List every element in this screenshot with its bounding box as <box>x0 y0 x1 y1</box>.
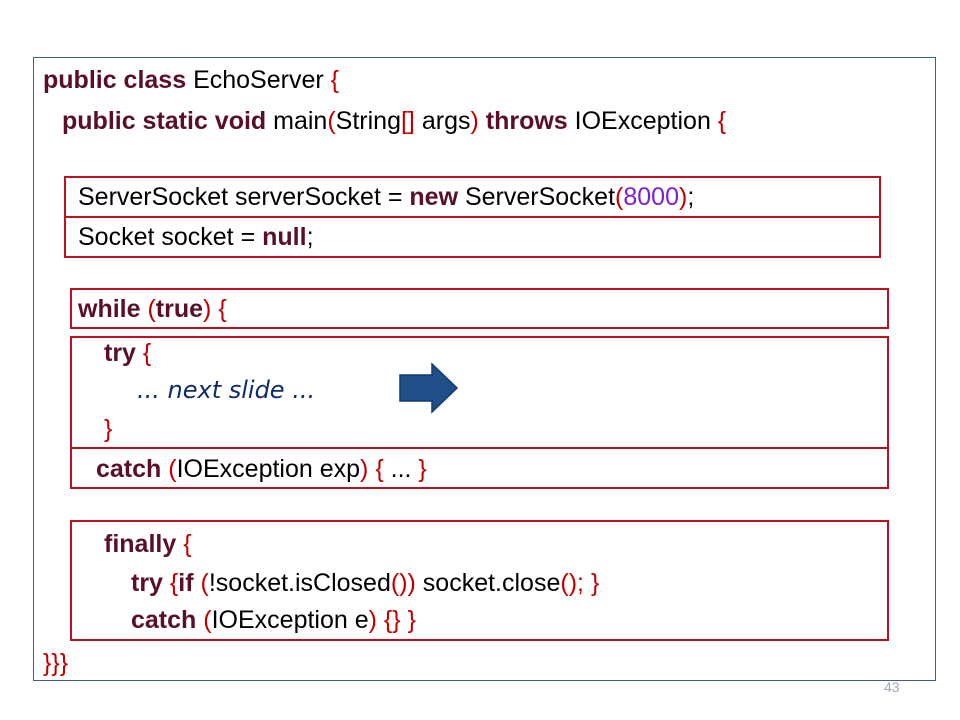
space <box>584 569 591 597</box>
bracket: [] <box>400 107 415 135</box>
brace: {} <box>383 606 401 634</box>
brace: } <box>418 455 427 483</box>
keyword: while <box>78 295 141 323</box>
code-text: ServerSocket <box>458 183 616 211</box>
code-line-socket: Socket socket = null; <box>78 222 314 252</box>
class-name: EchoServer <box>186 66 331 94</box>
paren: ) <box>678 183 688 211</box>
highlight-box-catch <box>70 447 889 489</box>
number-literal: 8000 <box>623 183 679 211</box>
paren: ) <box>360 455 369 483</box>
page-number: 43 <box>884 679 900 695</box>
brace: } <box>590 569 600 597</box>
paren: ( <box>327 107 336 135</box>
keyword: if <box>178 569 194 597</box>
type-name: String <box>335 107 401 135</box>
exception-type: IOException <box>567 107 718 135</box>
code-frame <box>33 57 936 681</box>
paren: ( <box>203 606 212 634</box>
code-line-while: while (true) { <box>78 294 227 324</box>
method-name: main <box>266 107 328 135</box>
brace: { <box>330 66 339 94</box>
brace: { <box>218 295 227 323</box>
code-text: IOException e <box>211 606 369 634</box>
keyword: public class <box>43 66 187 94</box>
space <box>163 569 170 597</box>
paren: ) <box>203 295 212 323</box>
code-line-close-socket: try {if (!socket.isClosed()) socket.clos… <box>131 568 599 598</box>
next-slide-note: ... next slide ... <box>137 376 316 404</box>
paren: ( <box>200 569 209 597</box>
brace: } <box>407 606 416 634</box>
paren: ) <box>470 107 479 135</box>
code-text: IOException exp <box>176 455 361 483</box>
space <box>136 339 143 367</box>
param-name: args <box>414 107 471 135</box>
code-line-try: try { <box>104 338 151 368</box>
paren: ()) <box>390 569 416 597</box>
brace: { <box>717 107 727 135</box>
code-line-try-close: } <box>104 415 113 443</box>
space <box>401 606 408 634</box>
paren: ( <box>615 183 624 211</box>
semicolon: ; <box>687 183 695 211</box>
keyword: try <box>131 569 163 597</box>
keyword: true <box>155 295 204 323</box>
keyword: catch <box>96 455 162 483</box>
code-text: ServerSocket serverSocket = <box>78 183 410 211</box>
keyword: try <box>104 339 136 367</box>
code-text: socket.close <box>415 569 561 597</box>
code-line-final-braces: }}} <box>43 649 69 677</box>
highlight-box-while <box>70 288 889 329</box>
right-arrow-icon <box>399 362 459 414</box>
code-text: Socket socket = <box>78 223 263 251</box>
brace: { <box>375 455 384 483</box>
keyword: null <box>262 223 307 251</box>
highlight-box-socket <box>64 216 881 258</box>
keyword: finally <box>104 530 177 558</box>
keyword: throws <box>478 107 568 135</box>
paren: ( <box>168 455 177 483</box>
code-line-catch: catch (IOException exp) { ... } <box>96 454 427 484</box>
highlight-box-finally <box>70 520 889 641</box>
semicolon: ; <box>306 223 314 251</box>
keyword: new <box>409 183 459 211</box>
code-line-class: public class EchoServer { <box>43 65 339 95</box>
paren: ( <box>147 295 156 323</box>
keyword: catch <box>131 606 197 634</box>
space <box>194 569 201 597</box>
code-line-finally: finally { <box>104 529 192 559</box>
code-line-main: public static void main(String[] args) t… <box>62 106 726 136</box>
brace: { <box>183 530 192 558</box>
space <box>377 606 384 634</box>
keyword: public static void <box>62 107 267 135</box>
brace: { <box>169 569 179 597</box>
paren: (); <box>560 569 584 597</box>
code-line-catch-e: catch (IOException e) {} } <box>131 605 416 635</box>
paren: ) <box>368 606 377 634</box>
brace: { <box>142 339 152 367</box>
ellipsis: ... <box>383 455 419 483</box>
code-text: !socket.isClosed <box>208 569 391 597</box>
code-line-serversocket: ServerSocket serverSocket = new ServerSo… <box>78 182 694 212</box>
